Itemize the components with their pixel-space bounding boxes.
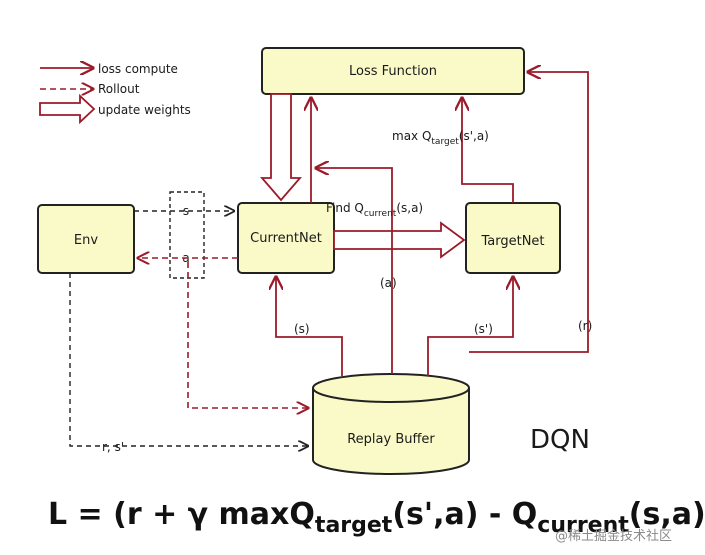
watermark: @稀土掘金技术社区: [555, 528, 672, 544]
sample-to-buffer-arrow: [187, 262, 308, 408]
reward-to-loss-arrow: [469, 72, 589, 353]
dqn-title: DQN: [530, 425, 590, 455]
legend-update-weights-arrow: [39, 93, 96, 125]
copy-weights-arrow: [333, 221, 466, 259]
state-paren-label: (s): [294, 322, 310, 336]
target-net-label: TargetNet: [480, 234, 544, 249]
loss-function-box: [261, 47, 525, 95]
replay-buffer-label: Replay Buffer: [347, 432, 435, 447]
reward-paren-label: (r): [578, 319, 592, 333]
find-q-current-label: Find Qcurrent(s,a): [326, 201, 423, 219]
action-paren-label: (a): [380, 276, 397, 290]
legend-loss-compute-label: loss compute: [98, 62, 178, 76]
current-net-label: CurrentNet: [250, 231, 322, 246]
legend-update-weights-label: update weights: [98, 103, 191, 117]
sample-box: [169, 191, 205, 279]
next-state-paren-label: (s'): [474, 322, 493, 336]
max-q-target-label: max Qtarget(s',a): [392, 129, 489, 147]
state-label: s: [183, 204, 189, 218]
env-label: Env: [74, 233, 98, 248]
env-box: [37, 204, 135, 274]
legend-rollout-label: Rollout: [98, 82, 140, 96]
loss-formula: L = (r + γ maxQtarget(s',a) - Qcurrent(s…: [48, 491, 705, 538]
legend: loss compute Rollout update weights: [39, 62, 191, 125]
action-to-current-arrow: [316, 168, 393, 374]
loss-function-label: Loss Function: [349, 64, 437, 79]
q-target-to-loss-arrow: [462, 98, 514, 203]
replay-buffer: Replay Buffer: [312, 373, 470, 475]
next-state-to-target-arrow: [427, 277, 513, 376]
update-weights-arrow: [260, 93, 302, 202]
reward-to-buffer-arrow: [69, 273, 308, 446]
state-to-current-arrow: [276, 277, 343, 376]
reward-next-state-label: r, s': [102, 440, 124, 454]
